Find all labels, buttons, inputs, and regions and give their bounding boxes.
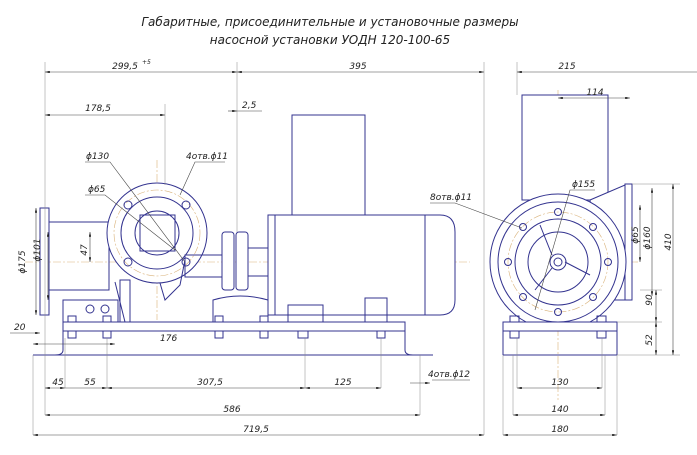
end-view [489,90,640,400]
dim-719-5: 719,5 [243,425,269,435]
dim-phi160: ϕ160 [643,226,653,249]
dim-8-holes-11: 8отв.ϕ11 [430,193,472,203]
dim-4-holes-11: 4отв.ϕ11 [186,152,228,162]
dim-phi175: ϕ175 [18,250,28,273]
coupling-half-2 [235,231,249,291]
dim-phi65-left: ϕ65 [88,185,106,195]
dim-20: 20 [14,323,26,333]
dim-phi130: ϕ130 [86,152,109,162]
dim-180: 180 [551,425,568,435]
title-line-2: насосной установки УОДН 120-100-65 [210,33,450,47]
motor-body [267,214,456,316]
dim-4-holes-12: 4отв.ϕ12 [428,370,470,380]
dim-45: 45 [52,378,64,388]
dim-phi101: ϕ101 [33,238,43,261]
dim-52: 52 [645,334,655,346]
dim-307-5: 307,5 [197,378,223,388]
dim-178-5: 178,5 [85,104,111,114]
base-end [502,321,618,332]
title-line-1: Габаритные, присоединительные и установо… [141,15,518,29]
dim-2-5: 2,5 [242,101,257,111]
coupling-half-1 [221,231,235,291]
side-view [25,114,470,356]
dim-130: 130 [551,378,568,388]
dim-176: 176 [160,334,177,344]
dim-47: 47 [80,244,90,256]
dim-90: 90 [645,294,655,306]
dim-55: 55 [84,378,96,388]
dim-410: 410 [664,233,674,250]
dim-phi65-right: ϕ65 [631,226,641,244]
pump-flange [106,182,208,284]
dim-586: 586 [223,405,240,415]
dim-140: 140 [551,405,568,415]
dim-299-5: 299,5 [112,62,138,72]
inlet-pipe [48,221,110,291]
dim-125: 125 [334,378,351,388]
dim-114: 114 [586,88,603,98]
terminal-box [291,114,366,216]
dim-395: 395 [349,62,366,72]
dim-299-5-tolerance: +5 [142,59,151,66]
dim-phi155: ϕ155 [572,180,595,190]
dim-215: 215 [558,62,575,72]
outlet-flange [624,183,633,301]
pump-casing [489,193,627,331]
base-frame [62,321,406,332]
terminal-box-end [521,94,609,201]
